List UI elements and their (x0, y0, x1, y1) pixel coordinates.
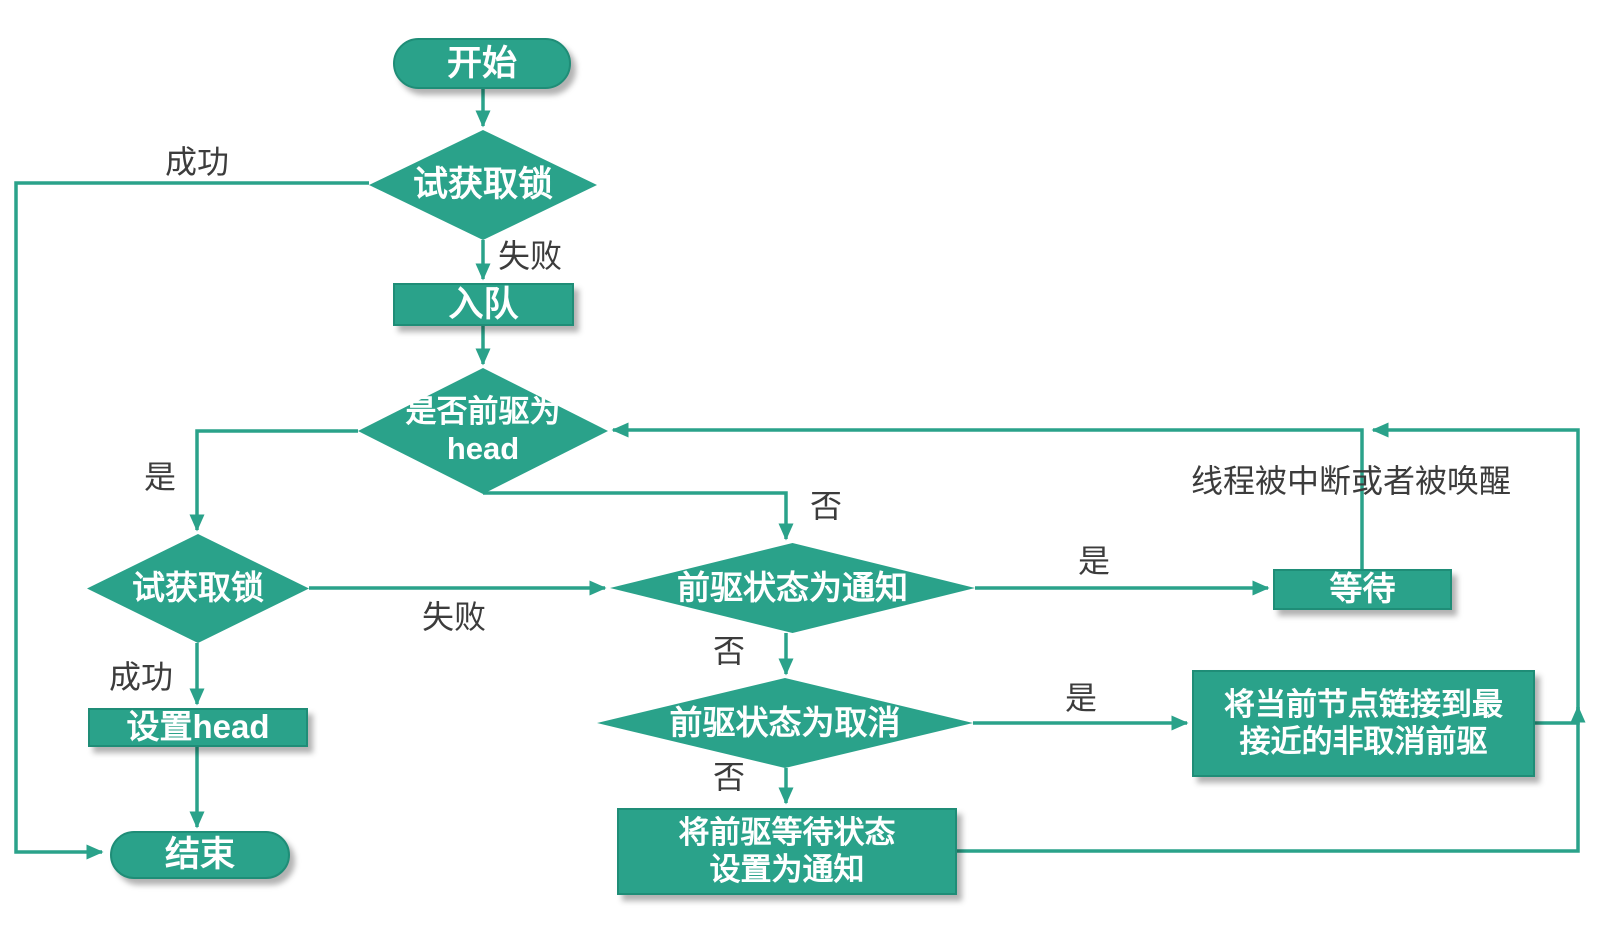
edge-setsignal-loop (957, 705, 1586, 853)
edge-headcheck-no-to-signalcheck (483, 491, 794, 541)
node-pred-status-cancelled-label: 前驱状态为取消 (669, 703, 901, 741)
node-end-label: 结束 (164, 835, 235, 875)
node-enqueue-label: 入队 (448, 284, 519, 324)
node-set-head-label: 设置head (126, 708, 270, 746)
node-set-head: 设置head (88, 708, 308, 747)
node-wait-label: 等待 (1329, 570, 1396, 608)
edge-trylock-success-to-end (14, 181, 369, 860)
node-try-acquire-lock-left-label: 试获取锁 (132, 569, 264, 607)
edge-label-success-left: 成功 (109, 659, 174, 695)
edge-label-yes-cancelled: 是 (1065, 680, 1098, 716)
edge-label-success-top: 成功 (165, 144, 230, 180)
edge-label-fail-left: 失败 (422, 599, 487, 635)
node-pred-status-signal-label: 前驱状态为通知 (677, 568, 908, 606)
edge-label-yes-head: 是 (144, 459, 177, 495)
edge-label-no-signal: 否 (713, 633, 746, 669)
node-start: 开始 (393, 38, 571, 89)
node-wait: 等待 (1273, 569, 1452, 610)
edge-label-fail-top: 失败 (498, 238, 563, 274)
edge-label-no-head: 否 (810, 488, 843, 524)
node-end: 结束 (110, 831, 290, 879)
node-start-label: 开始 (446, 43, 517, 83)
node-link-to-noncancelled-label: 将当前节点链接到最 接近的非取消前驱 (1224, 686, 1503, 759)
edge-label-yes-signal: 是 (1078, 543, 1111, 579)
edge-wait-loop-to-headcheck (611, 422, 1364, 569)
node-enqueue: 入队 (393, 283, 574, 326)
edge-linkbox-loop (1371, 422, 1580, 725)
node-link-to-noncancelled: 将当前节点链接到最 接近的非取消前驱 (1192, 670, 1535, 777)
edge-label-no-cancelled: 否 (713, 759, 746, 795)
edge-label-wakeup-note: 线程被中断或者被唤醒 (1191, 463, 1512, 499)
node-pred-is-head-label: 是否前驱为 head (405, 394, 561, 466)
node-set-pred-signal-label: 将前驱等待状态 设置为通知 (678, 814, 896, 887)
edge-headcheck-yes-to-trylock2 (189, 429, 358, 532)
node-try-acquire-lock-top-label: 试获取锁 (412, 165, 553, 205)
node-set-pred-signal: 将前驱等待状态 设置为通知 (617, 808, 957, 895)
